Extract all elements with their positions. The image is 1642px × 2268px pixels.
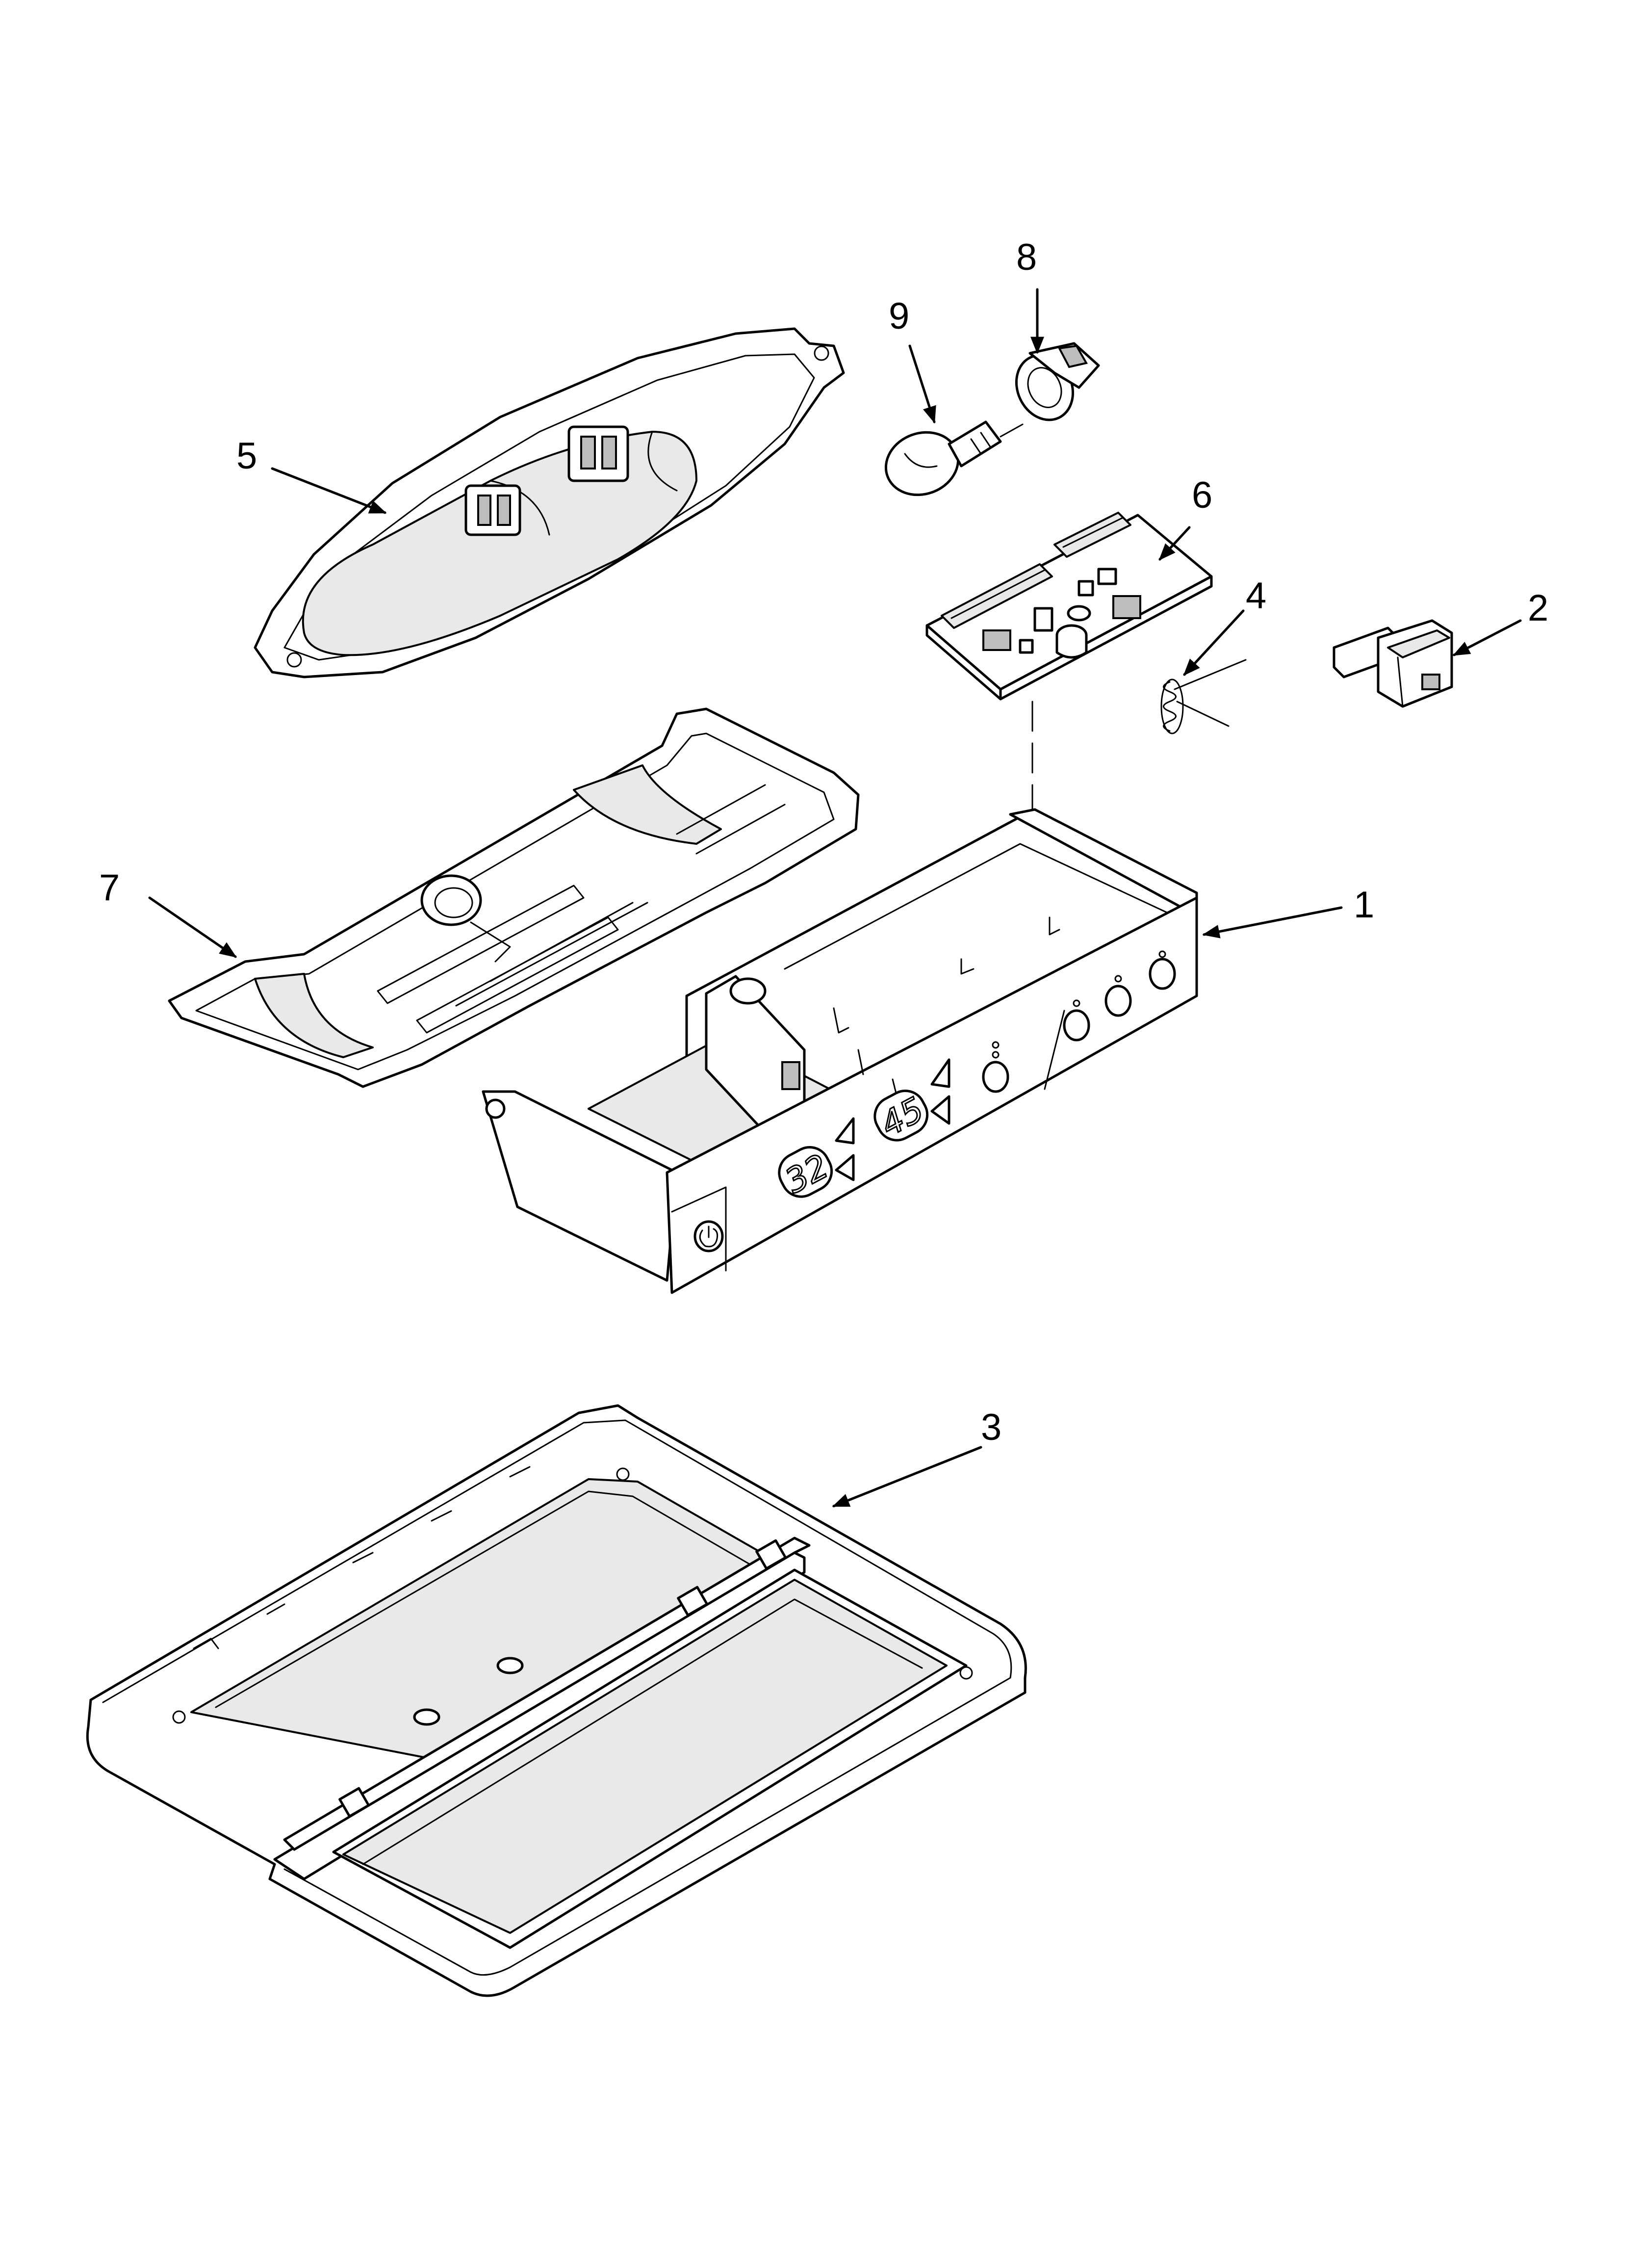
callout-labels: 8 9 5 6 4 2 7 1 3 bbox=[99, 236, 1548, 1448]
leader-5 bbox=[271, 467, 387, 514]
callout-9: 9 bbox=[889, 295, 909, 337]
part-5-light-cover bbox=[254, 327, 845, 678]
part-8-bulb-socket bbox=[1000, 342, 1100, 438]
leader-9 bbox=[908, 344, 936, 424]
part-9-light-bulb bbox=[884, 420, 1002, 496]
callout-1: 1 bbox=[1354, 884, 1374, 926]
callout-2: 2 bbox=[1528, 587, 1548, 629]
leader-6 bbox=[1158, 526, 1191, 561]
callout-3: 3 bbox=[981, 1407, 1001, 1448]
leader-1 bbox=[1202, 906, 1343, 938]
part-3-base-frame bbox=[86, 1404, 1027, 1997]
callout-6: 6 bbox=[1192, 474, 1212, 516]
leader-4 bbox=[1183, 609, 1245, 676]
part-6-control-board bbox=[925, 512, 1213, 701]
part-4-spring bbox=[1160, 659, 1247, 734]
part-1-control-housing: 32 45 bbox=[482, 808, 1198, 1294]
callout-7: 7 bbox=[99, 867, 120, 909]
part-2-door-switch bbox=[1333, 619, 1453, 708]
part-7-tray-shield bbox=[168, 707, 860, 1088]
leader-3 bbox=[832, 1446, 982, 1508]
callout-8: 8 bbox=[1016, 236, 1037, 278]
down-arrow-icon bbox=[835, 1154, 855, 1181]
callout-4: 4 bbox=[1246, 575, 1266, 617]
up-arrow-icon bbox=[835, 1117, 855, 1145]
callout-5: 5 bbox=[236, 435, 257, 477]
leader-2 bbox=[1452, 619, 1522, 656]
leader-7 bbox=[148, 896, 237, 958]
leader-lines bbox=[148, 288, 1522, 1508]
